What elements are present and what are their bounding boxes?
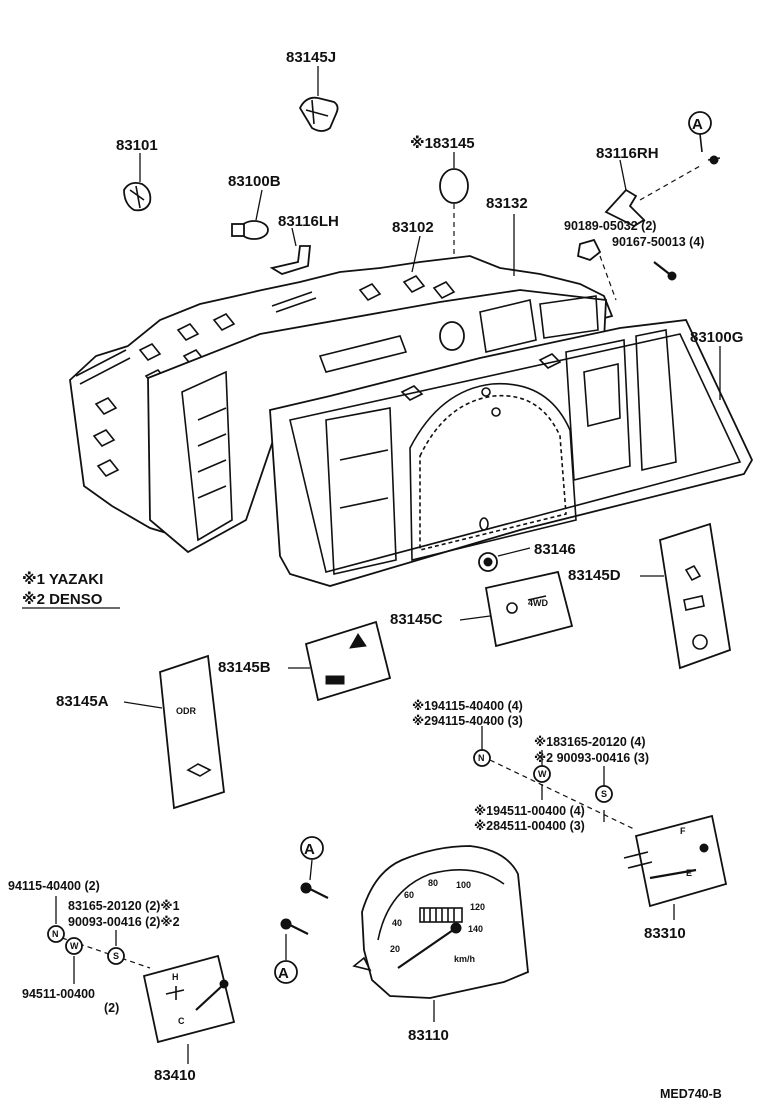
washer-w-right xyxy=(533,765,551,783)
label-183165: ※183165-20120 (4) xyxy=(534,735,646,749)
clip-90189 xyxy=(576,238,602,262)
label-194511: ※194511-00400 (4) xyxy=(474,804,585,818)
screw-90167 xyxy=(653,261,677,281)
ref-a-top: A xyxy=(692,116,703,133)
label-294511: ※284511-00400 (3) xyxy=(474,819,585,833)
grommet-83146 xyxy=(478,552,498,572)
lens-183145 xyxy=(439,168,469,204)
speed-140-label: 140 xyxy=(468,924,483,934)
plate-83145a xyxy=(159,654,225,810)
label-90167: 90167-50013 (4) xyxy=(612,235,704,249)
label-83145a: 83145A xyxy=(56,693,109,710)
label-183145: ※183145 xyxy=(410,134,475,152)
bulb-socket-83101 xyxy=(123,181,152,212)
label-90093-left: 90093-00416 (2)※2 xyxy=(68,915,180,929)
speed-20-label: 20 xyxy=(390,944,400,954)
speed-120-label: 120 xyxy=(470,902,485,912)
label-83410: 83410 xyxy=(154,1067,196,1084)
screw-s-left xyxy=(107,947,125,965)
ref-a-bottom: A xyxy=(278,965,289,982)
label-83116rh: 83116RH xyxy=(596,145,659,162)
nut-n-left xyxy=(47,925,65,943)
label-83310: 83310 xyxy=(644,925,686,942)
label-90189: 90189-05032 (2) xyxy=(564,219,656,233)
label-83165-left: 83165-20120 (2)※1 xyxy=(68,899,180,913)
label-83145b: 83145B xyxy=(218,659,271,676)
legend-denso: ※2 DENSO xyxy=(22,590,103,608)
fuel-e-label: E xyxy=(686,868,692,878)
label-294115: ※294115-40400 (3) xyxy=(412,714,523,728)
label-290093: ※2 90093-00416 (3) xyxy=(534,751,649,765)
temp-c-label: C xyxy=(178,1016,185,1026)
plate-83145d xyxy=(658,522,732,670)
label-94511-left: 94511-00400 xyxy=(22,987,95,1001)
speed-unit-label: km/h xyxy=(454,954,475,964)
bracket-83116lh xyxy=(269,245,311,275)
screw-s-right xyxy=(595,785,613,803)
label-83100b: 83100B xyxy=(228,173,281,190)
washer-w-left xyxy=(65,937,83,955)
label-83100g: 83100G xyxy=(690,329,743,346)
label-83145c: 83145C xyxy=(390,611,443,628)
ref-w-left: W xyxy=(70,941,79,951)
speed-80-label: 80 xyxy=(428,878,438,888)
ref-s-left: S xyxy=(113,951,119,961)
ref-w-right: W xyxy=(538,769,547,779)
screw-a-top xyxy=(688,111,721,165)
speed-40-label: 40 xyxy=(392,918,402,928)
legend-yazaki: ※1 YAZAKI xyxy=(22,570,103,588)
label-83132: 83132 xyxy=(486,195,528,212)
plate-4wd-label: 4WD xyxy=(528,598,549,608)
plate-83145c xyxy=(484,570,574,648)
label-194115: ※194115-40400 (4) xyxy=(412,699,523,713)
ref-a-middle: A xyxy=(304,841,315,858)
ref-n-left: N xyxy=(52,929,59,939)
speedometer-83110 xyxy=(352,845,529,999)
speed-60-label: 60 xyxy=(404,890,414,900)
label-83146: 83146 xyxy=(534,541,576,558)
ref-n-right: N xyxy=(478,753,485,763)
label-83116lh: 83116LH xyxy=(278,213,339,230)
ref-s-right: S xyxy=(601,789,607,799)
bulb-83100b xyxy=(231,220,269,240)
label-94115-left: 94115-40400 (2) xyxy=(8,879,100,893)
plate-odr-label: ODR xyxy=(176,706,197,716)
drawing-code: MED740-B xyxy=(660,1087,722,1101)
screw-a-bottom xyxy=(274,918,309,984)
label-94511-left-qty: (2) xyxy=(104,1001,119,1015)
temp-h-label: H xyxy=(172,972,179,982)
speed-100-label: 100 xyxy=(456,880,471,890)
label-83110: 83110 xyxy=(408,1027,449,1044)
label-83145d: 83145D xyxy=(568,567,621,584)
screw-a-middle xyxy=(300,836,329,899)
fuel-f-label: F xyxy=(680,826,686,836)
hood-83100g xyxy=(269,319,754,587)
label-83102: 83102 xyxy=(392,219,434,236)
temp-gauge-83410 xyxy=(142,954,236,1044)
label-83101: 83101 xyxy=(116,137,158,154)
nut-n-right xyxy=(473,749,491,767)
fuel-gauge-83310 xyxy=(623,814,728,908)
plate-83145b xyxy=(304,620,392,702)
clip-83145j xyxy=(298,96,339,132)
label-83145j: 83145J xyxy=(286,49,336,66)
